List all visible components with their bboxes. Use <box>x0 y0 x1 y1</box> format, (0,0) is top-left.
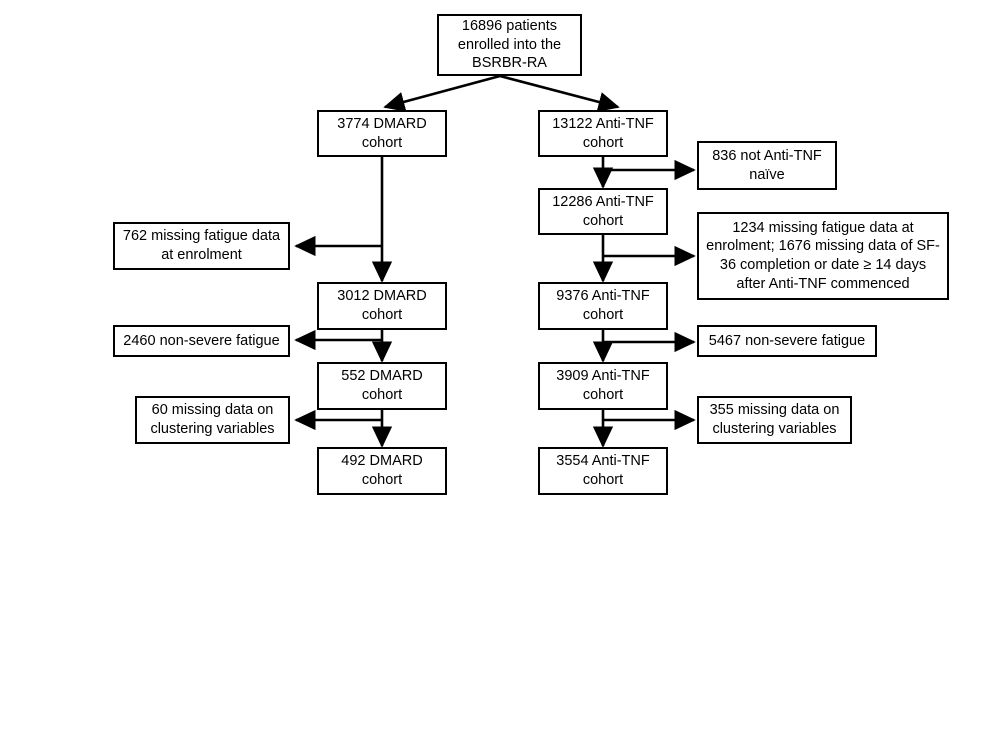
node-exclusion-missing-fatigue-antitnf: 1234 missing fatigue data at enrolment; … <box>697 212 949 300</box>
node-exclusion-clustering-dmard: 60 missing data on clustering variables <box>135 396 290 444</box>
node-enrolled: 16896 patients enrolled into the BSRBR-R… <box>437 14 582 76</box>
node-antitnf-3554: 3554 Anti-TNF cohort <box>538 447 668 495</box>
node-dmard-3774: 3774 DMARD cohort <box>317 110 447 157</box>
node-antitnf-3909: 3909 Anti-TNF cohort <box>538 362 668 410</box>
node-exclusion-nonsevere-dmard: 2460 non-severe fatigue <box>113 325 290 357</box>
node-dmard-552: 552 DMARD cohort <box>317 362 447 410</box>
node-exclusion-clustering-antitnf: 355 missing data on clustering variables <box>697 396 852 444</box>
node-antitnf-13122: 13122 Anti-TNF cohort <box>538 110 668 157</box>
node-exclusion-nonsevere-antitnf: 5467 non-severe fatigue <box>697 325 877 357</box>
node-dmard-492: 492 DMARD cohort <box>317 447 447 495</box>
node-dmard-3012: 3012 DMARD cohort <box>317 282 447 330</box>
node-antitnf-12286: 12286 Anti-TNF cohort <box>538 188 668 235</box>
node-exclusion-missing-fatigue-dmard: 762 missing fatigue data at enrolment <box>113 222 290 270</box>
node-exclusion-not-naive: 836 not Anti-TNF naïve <box>697 141 837 190</box>
node-antitnf-9376: 9376 Anti-TNF cohort <box>538 282 668 330</box>
